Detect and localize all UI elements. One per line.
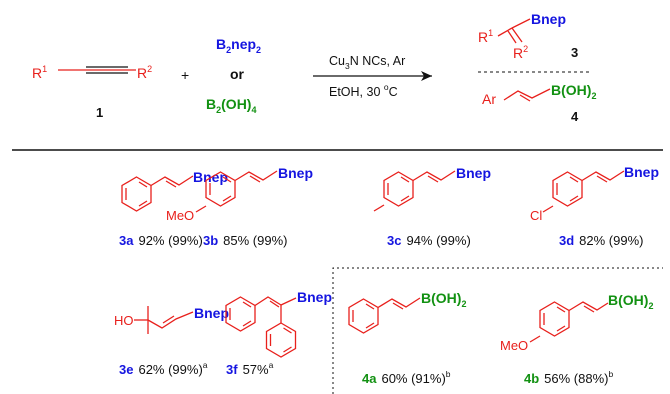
- bond: [497, 27, 513, 37]
- structure-3c: Bnep: [373, 165, 491, 212]
- product-r2: R2: [513, 44, 528, 61]
- product-r1: R1: [478, 28, 493, 45]
- structure-3b: MeO Bnep: [166, 165, 313, 223]
- product-bnep: Bnep: [531, 11, 566, 27]
- methoxy-label: MeO: [500, 338, 528, 353]
- compound-number-1: 1: [96, 105, 103, 120]
- structure-3d: Cl Bnep: [530, 164, 659, 223]
- conditions-catalyst: Cu3N NCs, Ar: [329, 54, 405, 71]
- methoxy-label: MeO: [166, 208, 194, 223]
- hydroxy-label: HO: [114, 313, 134, 328]
- bond: [503, 88, 551, 101]
- boron-group: Bnep: [456, 165, 491, 181]
- boron-group: B(OH)2: [608, 292, 653, 311]
- structure-3a: Bnep: [121, 169, 228, 212]
- boron-group: Bnep: [624, 164, 659, 180]
- bond: [507, 30, 517, 44]
- reagent-or: or: [230, 66, 245, 82]
- bond: [511, 27, 523, 43]
- bond: [511, 18, 531, 29]
- structure-3f: Bnep: [225, 289, 332, 358]
- boron-group: B(OH)2: [421, 290, 466, 309]
- product-boh2: B(OH)2: [551, 82, 596, 101]
- product-ar: Ar: [482, 91, 496, 107]
- compound-number-4: 4: [571, 109, 579, 124]
- chloro-label: Cl: [530, 208, 542, 223]
- compound-number-3: 3: [571, 45, 578, 60]
- bond: [519, 94, 531, 102]
- boron-group: Bnep: [297, 289, 332, 305]
- alkyne-1: R1 R2 1: [32, 64, 152, 120]
- reagent-b2nep2: B2nep2: [216, 36, 261, 55]
- boron-group: Bnep: [278, 165, 313, 181]
- boronic-acid-section-border: [332, 267, 663, 394]
- structure-4a: B(OH)2: [348, 290, 466, 334]
- reaction-arrow: Cu3N NCs, Ar EtOH, 30 oC: [313, 54, 432, 99]
- product-3-general: R1 Bnep R2 3: [478, 11, 578, 61]
- structure-4b: MeO B(OH)2: [500, 292, 653, 353]
- boron-group: Bnep: [194, 305, 229, 321]
- reagent-b2oh4: B2(OH)4: [206, 96, 256, 115]
- boron-group: Bnep: [193, 169, 228, 185]
- reagents: B2nep2 or B2(OH)4: [206, 36, 261, 115]
- structure-3e: HO Bnep: [114, 305, 229, 334]
- alkyne-r2: R2: [137, 64, 152, 81]
- alkyne-r1: R1: [32, 64, 47, 81]
- conditions-solvent: EtOH, 30 oC: [329, 82, 398, 99]
- product-4-general: Ar B(OH)2 4: [482, 82, 596, 124]
- plus-sign: +: [181, 67, 189, 83]
